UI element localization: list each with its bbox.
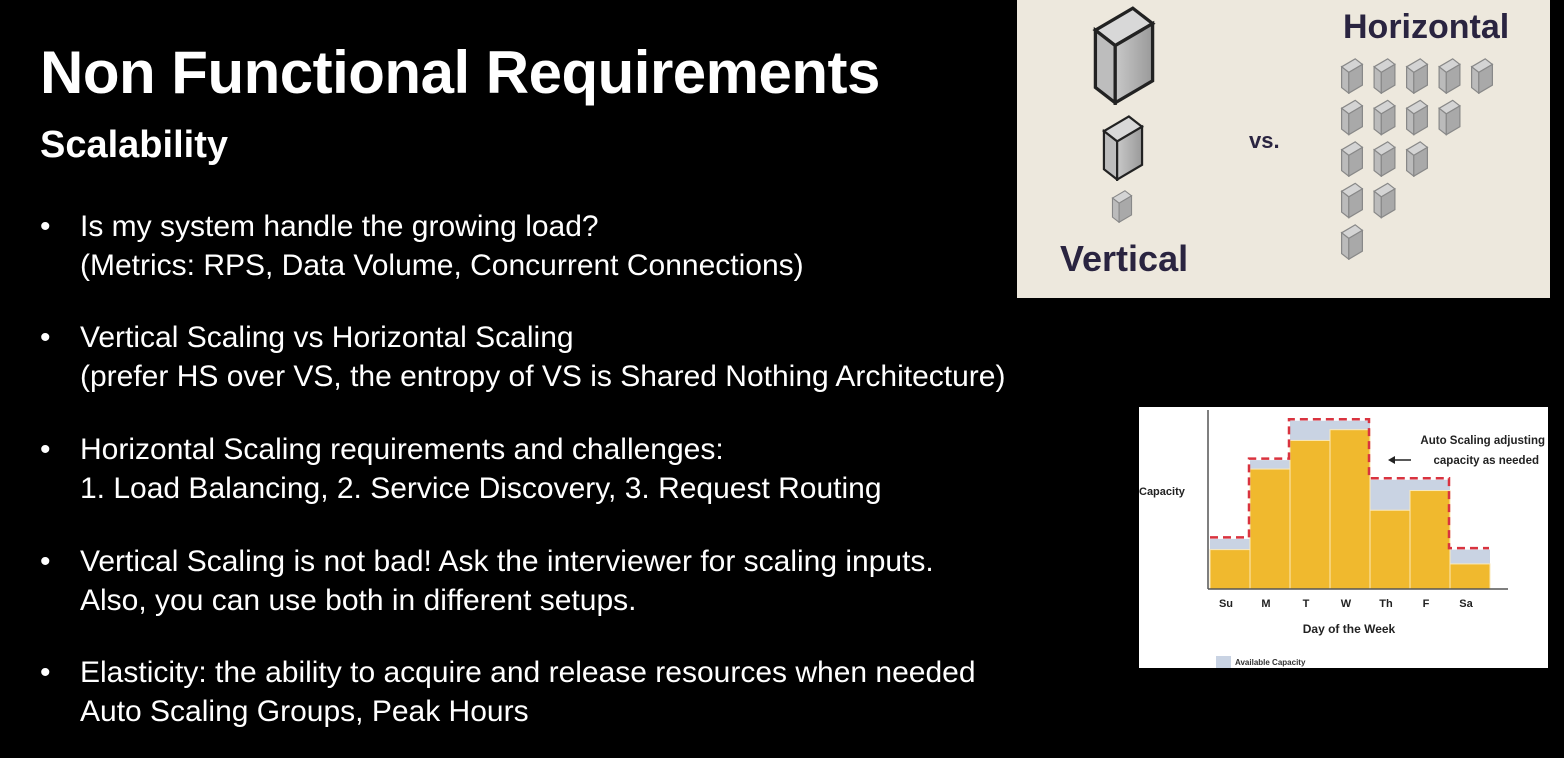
bullet-line: Is my system handle the growing load? [80, 210, 599, 243]
annotation-line: capacity as needed [1434, 455, 1539, 467]
demand-bar [1249, 468, 1291, 590]
horizontal-label: Horizontal [1343, 8, 1509, 46]
small-server-icon [1111, 190, 1133, 223]
bullet-line: Horizontal Scaling requirements and chal… [80, 433, 724, 466]
large-server-icon [1093, 6, 1155, 105]
legend-swatch [1216, 656, 1231, 668]
server-icon [1470, 58, 1494, 94]
bullet-item: • Is my system handle the growing load? (M… [40, 208, 804, 285]
slide-title: Non Functional Requirements [40, 39, 880, 106]
server-icon [1373, 58, 1396, 94]
x-tick-label: Sa [1459, 598, 1473, 610]
bullet-line: 1. Load Balancing, 2. Service Discovery,… [80, 471, 882, 505]
server-icon [1340, 141, 1364, 177]
bullet-item: • Elasticity: the ability to acquire and … [40, 654, 976, 731]
x-tick-label: W [1341, 598, 1352, 610]
scaling-illustration: Vertical vs. Horizontal [1060, 6, 1509, 279]
server-icon [1438, 99, 1461, 136]
bullet-line: Elasticity: the ability to acquire and r… [80, 656, 976, 689]
demand-bar [1449, 563, 1491, 590]
capacity-dashed-line [1210, 417, 1489, 550]
vertical-vs-horizontal-image: Vertical vs. Horizontal [1017, 0, 1550, 298]
bullet-line: Vertical Scaling is not bad! Ask the int… [80, 545, 934, 578]
x-tick-label: T [1303, 598, 1310, 610]
server-icon [1373, 99, 1396, 136]
bullet-line: Auto Scaling Groups, Peak Hours [80, 694, 529, 728]
bullet-item: • Vertical Scaling is not bad! Ask the in… [40, 543, 934, 620]
server-icon [1340, 182, 1364, 219]
server-icon [1340, 224, 1364, 260]
slide-subtitle: Scalability [40, 124, 228, 166]
bullet-item: • Vertical Scaling vs Horizontal Scaling (… [40, 319, 1005, 396]
bullet-dot: • [40, 656, 51, 689]
demand-bar [1329, 429, 1371, 590]
demand-bar [1409, 490, 1451, 590]
legend-label: Available Capacity [1235, 658, 1306, 667]
bullet-dot: • [40, 433, 51, 466]
medium-server-icon [1102, 115, 1144, 181]
x-tick-label: F [1423, 598, 1430, 610]
bullet-dot: • [40, 545, 51, 578]
server-icon [1373, 182, 1396, 219]
demand-bar [1209, 549, 1251, 590]
bullet-line: Vertical Scaling vs Horizontal Scaling [80, 321, 574, 354]
x-tick-label: Th [1379, 598, 1393, 610]
vs-label: vs. [1249, 128, 1280, 153]
demand-bar [1289, 439, 1331, 590]
bullet-line: (prefer HS over VS, the entropy of VS is… [80, 359, 1006, 393]
server-icon [1340, 58, 1364, 94]
bullet-dot: • [40, 321, 51, 354]
vertical-label: Vertical [1060, 238, 1188, 279]
x-axis-label: Day of the Week [1303, 622, 1396, 636]
server-icon [1438, 58, 1461, 94]
x-tick-label: M [1261, 598, 1270, 610]
auto-scaling-chart: Su M T W Th F Sa Capacity Day of the Week Auto… [1139, 407, 1548, 668]
annotation-arrow-icon [1388, 456, 1411, 464]
bullet-line: Also, you can use both in different setu… [80, 583, 637, 617]
server-icon [1340, 99, 1364, 136]
x-tick-label: Su [1219, 598, 1233, 610]
demand-bar [1369, 509, 1411, 590]
bullet-dot: • [40, 210, 51, 243]
server-icon [1373, 141, 1396, 177]
server-icon [1405, 141, 1429, 177]
server-icon [1405, 99, 1429, 136]
bullet-item: • Horizontal Scaling requirements and cha… [40, 431, 882, 508]
chart-svg: Su M T W Th F Sa Capacity Day of the Week Auto… [1139, 410, 1545, 668]
horizontal-server-grid [1340, 58, 1494, 260]
y-axis-label: Capacity [1139, 486, 1186, 498]
annotation-line: Auto Scaling adjusting [1420, 435, 1545, 447]
bullet-line: (Metrics: RPS, Data Volume, Concurrent C… [80, 248, 804, 282]
server-icon [1405, 58, 1429, 94]
